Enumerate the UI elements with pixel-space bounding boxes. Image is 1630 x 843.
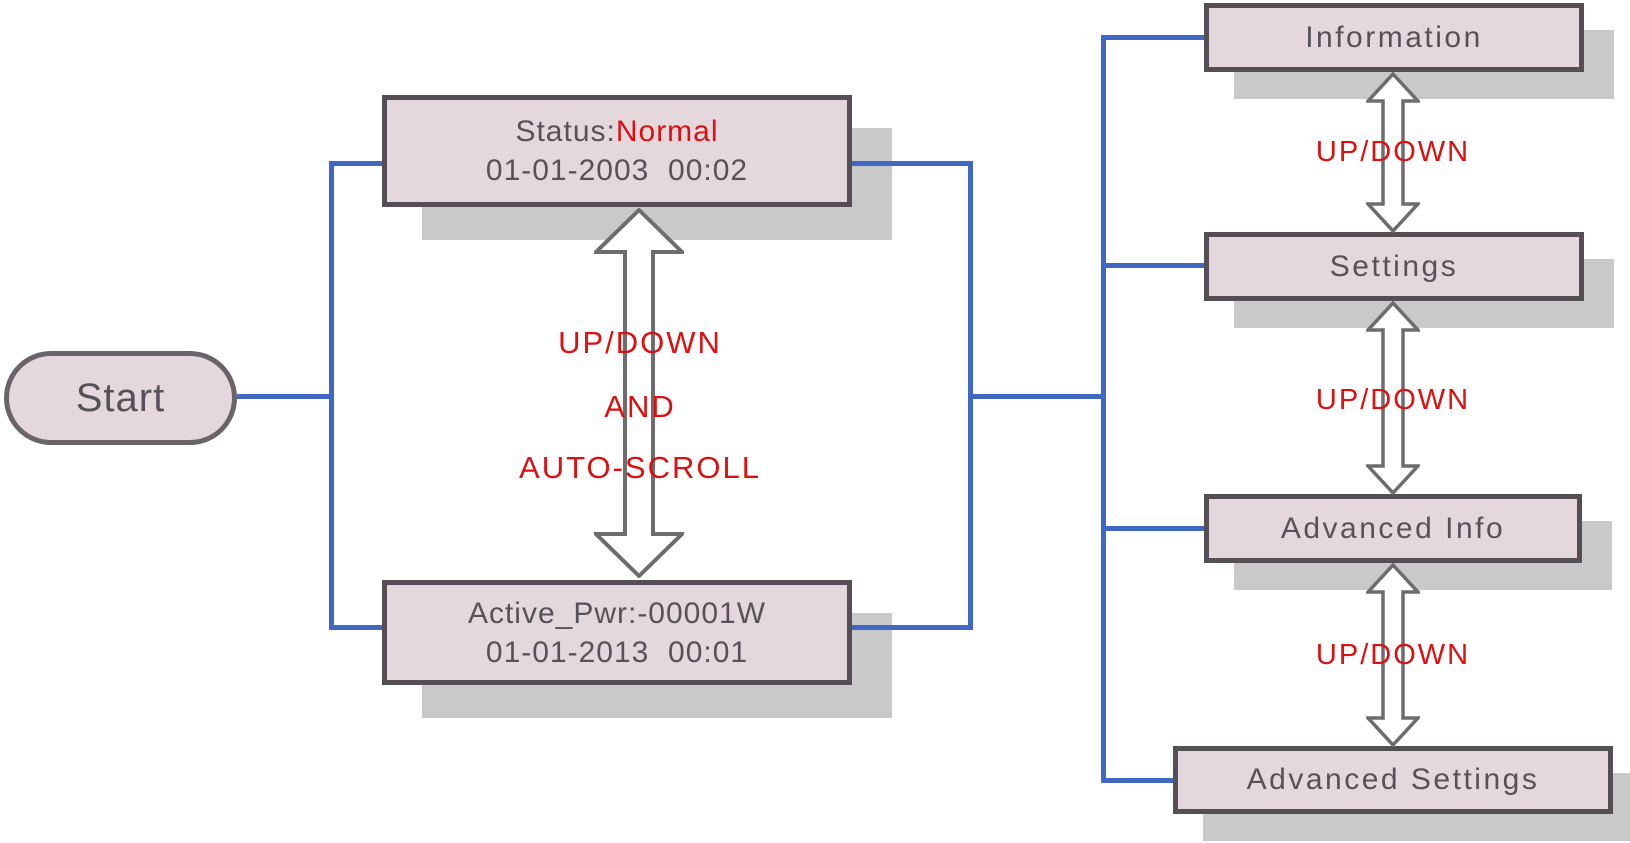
arrow-label-up-down-1: UP/DOWN [1315, 136, 1471, 168]
connector-left-trunk [329, 161, 334, 630]
connector-branch-settings [1106, 263, 1204, 268]
connector-status-to-midtrunk [852, 161, 973, 166]
connector-branch-advanced-info [1106, 526, 1204, 531]
connector-mid-to-right-trunk [973, 394, 1106, 399]
arrow-label-up-down-2: UP/DOWN [1315, 384, 1471, 416]
connector-branch-power [330, 625, 382, 630]
arrow-label-up-down-3: UP/DOWN [1315, 639, 1471, 671]
up-down-arrow-icon [1366, 301, 1420, 495]
start-node: Start [4, 351, 237, 445]
connector-start-to-trunk [237, 394, 333, 399]
status-line: Status:Normal [515, 112, 718, 151]
status-datetime: 01-01-2003 00:02 [485, 154, 749, 187]
connector-branch-information [1106, 35, 1204, 40]
menu-label-information: Information [1305, 20, 1483, 54]
connector-mid-trunk [968, 161, 973, 630]
annotation-and: AND [604, 389, 676, 424]
menu-box-settings: Settings [1204, 232, 1584, 301]
active-power-screen-node: Active_Pwr:-00001W 01-01-2013 00:01 [382, 580, 852, 685]
menu-label-advanced-settings: Advanced Settings [1246, 763, 1540, 796]
connector-branch-advanced-settings [1106, 778, 1173, 783]
connector-power-to-midtrunk [852, 625, 973, 630]
status-value: Normal [615, 115, 719, 148]
start-label: Start [75, 375, 166, 420]
menu-label-advanced-info: Advanced Info [1280, 511, 1506, 545]
status-screen-node: Status:Normal 01-01-2003 00:02 [382, 95, 852, 207]
connector-branch-status [330, 161, 382, 166]
connector-right-trunk [1101, 35, 1106, 783]
annotation-up-down: UP/DOWN [558, 325, 722, 360]
up-down-double-arrow-icon [594, 208, 684, 578]
menu-box-information: Information [1204, 3, 1584, 72]
active-power-datetime: 01-01-2013 00:01 [485, 635, 749, 669]
active-power-line: Active_Pwr:-00001W [467, 596, 767, 630]
annotation-auto-scroll: AUTO-SCROLL [519, 450, 761, 485]
menu-box-advanced-info: Advanced Info [1204, 494, 1582, 563]
menu-box-advanced-settings: Advanced Settings [1173, 746, 1613, 814]
status-label: Status: [515, 115, 616, 148]
up-down-arrow-icon [1366, 563, 1420, 747]
menu-label-settings: Settings [1329, 249, 1459, 283]
up-down-arrow-icon [1366, 72, 1420, 233]
